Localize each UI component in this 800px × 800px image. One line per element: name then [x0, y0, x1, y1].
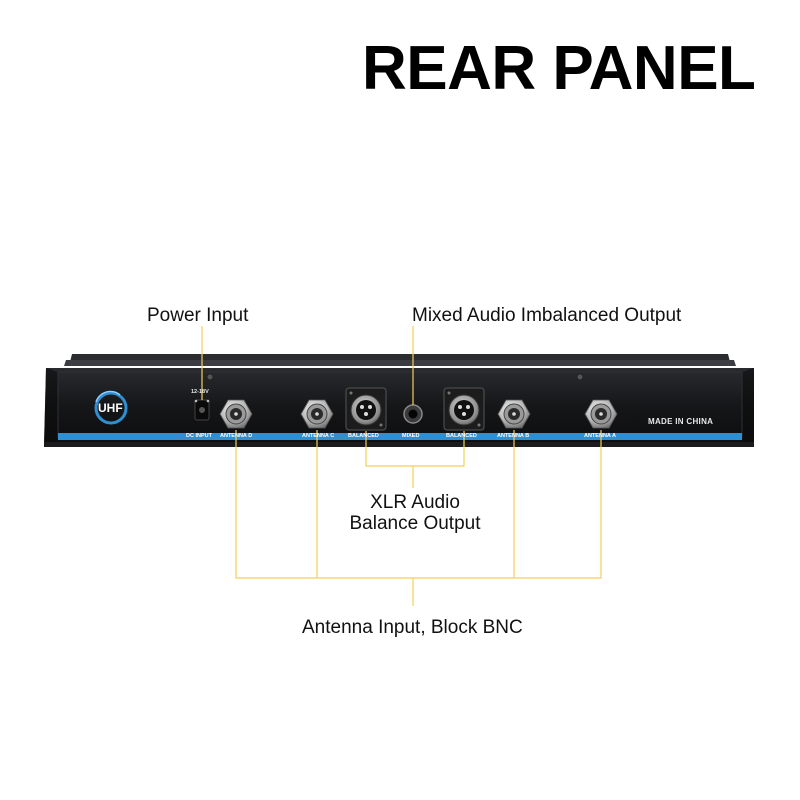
dc-input-label: DC INPUT [186, 433, 212, 439]
antenna-input-callout: Antenna Input, Block BNC [302, 617, 523, 638]
antenna-b-label: ANTENNA B [497, 433, 530, 439]
xlr-callout-line-2: Balance Output [349, 512, 481, 534]
dc-jack-icon [194, 399, 210, 421]
screw-icon [206, 373, 214, 381]
bnc-connector-icon [300, 399, 334, 429]
bnc-connector-icon [584, 399, 618, 429]
page-title: REAR PANEL [362, 34, 756, 103]
bnc-connector-icon [497, 399, 531, 429]
quarter-inch-jack-icon [403, 404, 423, 424]
panel-stripe [58, 433, 742, 440]
mixed-output-callout: Mixed Audio Imbalanced Output [412, 305, 682, 326]
antenna-c-label: ANTENNA C [302, 433, 335, 439]
mixed-label: MIXED [402, 433, 420, 439]
rear-panel-body [44, 368, 754, 447]
uhf-logo-icon [94, 390, 128, 425]
xlr-connector-icon [345, 387, 387, 431]
power-input-callout: Power Input [147, 305, 249, 326]
xlr-output-leader [365, 431, 465, 467]
screw-icon [576, 373, 584, 381]
bnc-connector-icon [219, 399, 253, 429]
made-in-label: MADE IN CHINA [648, 417, 714, 426]
leader-lines [201, 326, 602, 606]
balanced-label-1: BALANCED [348, 433, 379, 439]
antenna-leader-frame [235, 430, 602, 579]
xlr-output-callout: XLR Audio Balance Output [330, 492, 500, 535]
antenna-a-label: ANTENNA A [584, 433, 616, 439]
xlr-connector-icon [443, 387, 485, 431]
xlr-callout-line-1: XLR Audio [370, 492, 460, 513]
antenna-d-label: ANTENNA D [220, 433, 253, 439]
uhf-logo-text: UHF [98, 401, 123, 415]
voltage-label: 12-18V [191, 389, 209, 395]
balanced-label-2: BALANCED [446, 433, 477, 439]
